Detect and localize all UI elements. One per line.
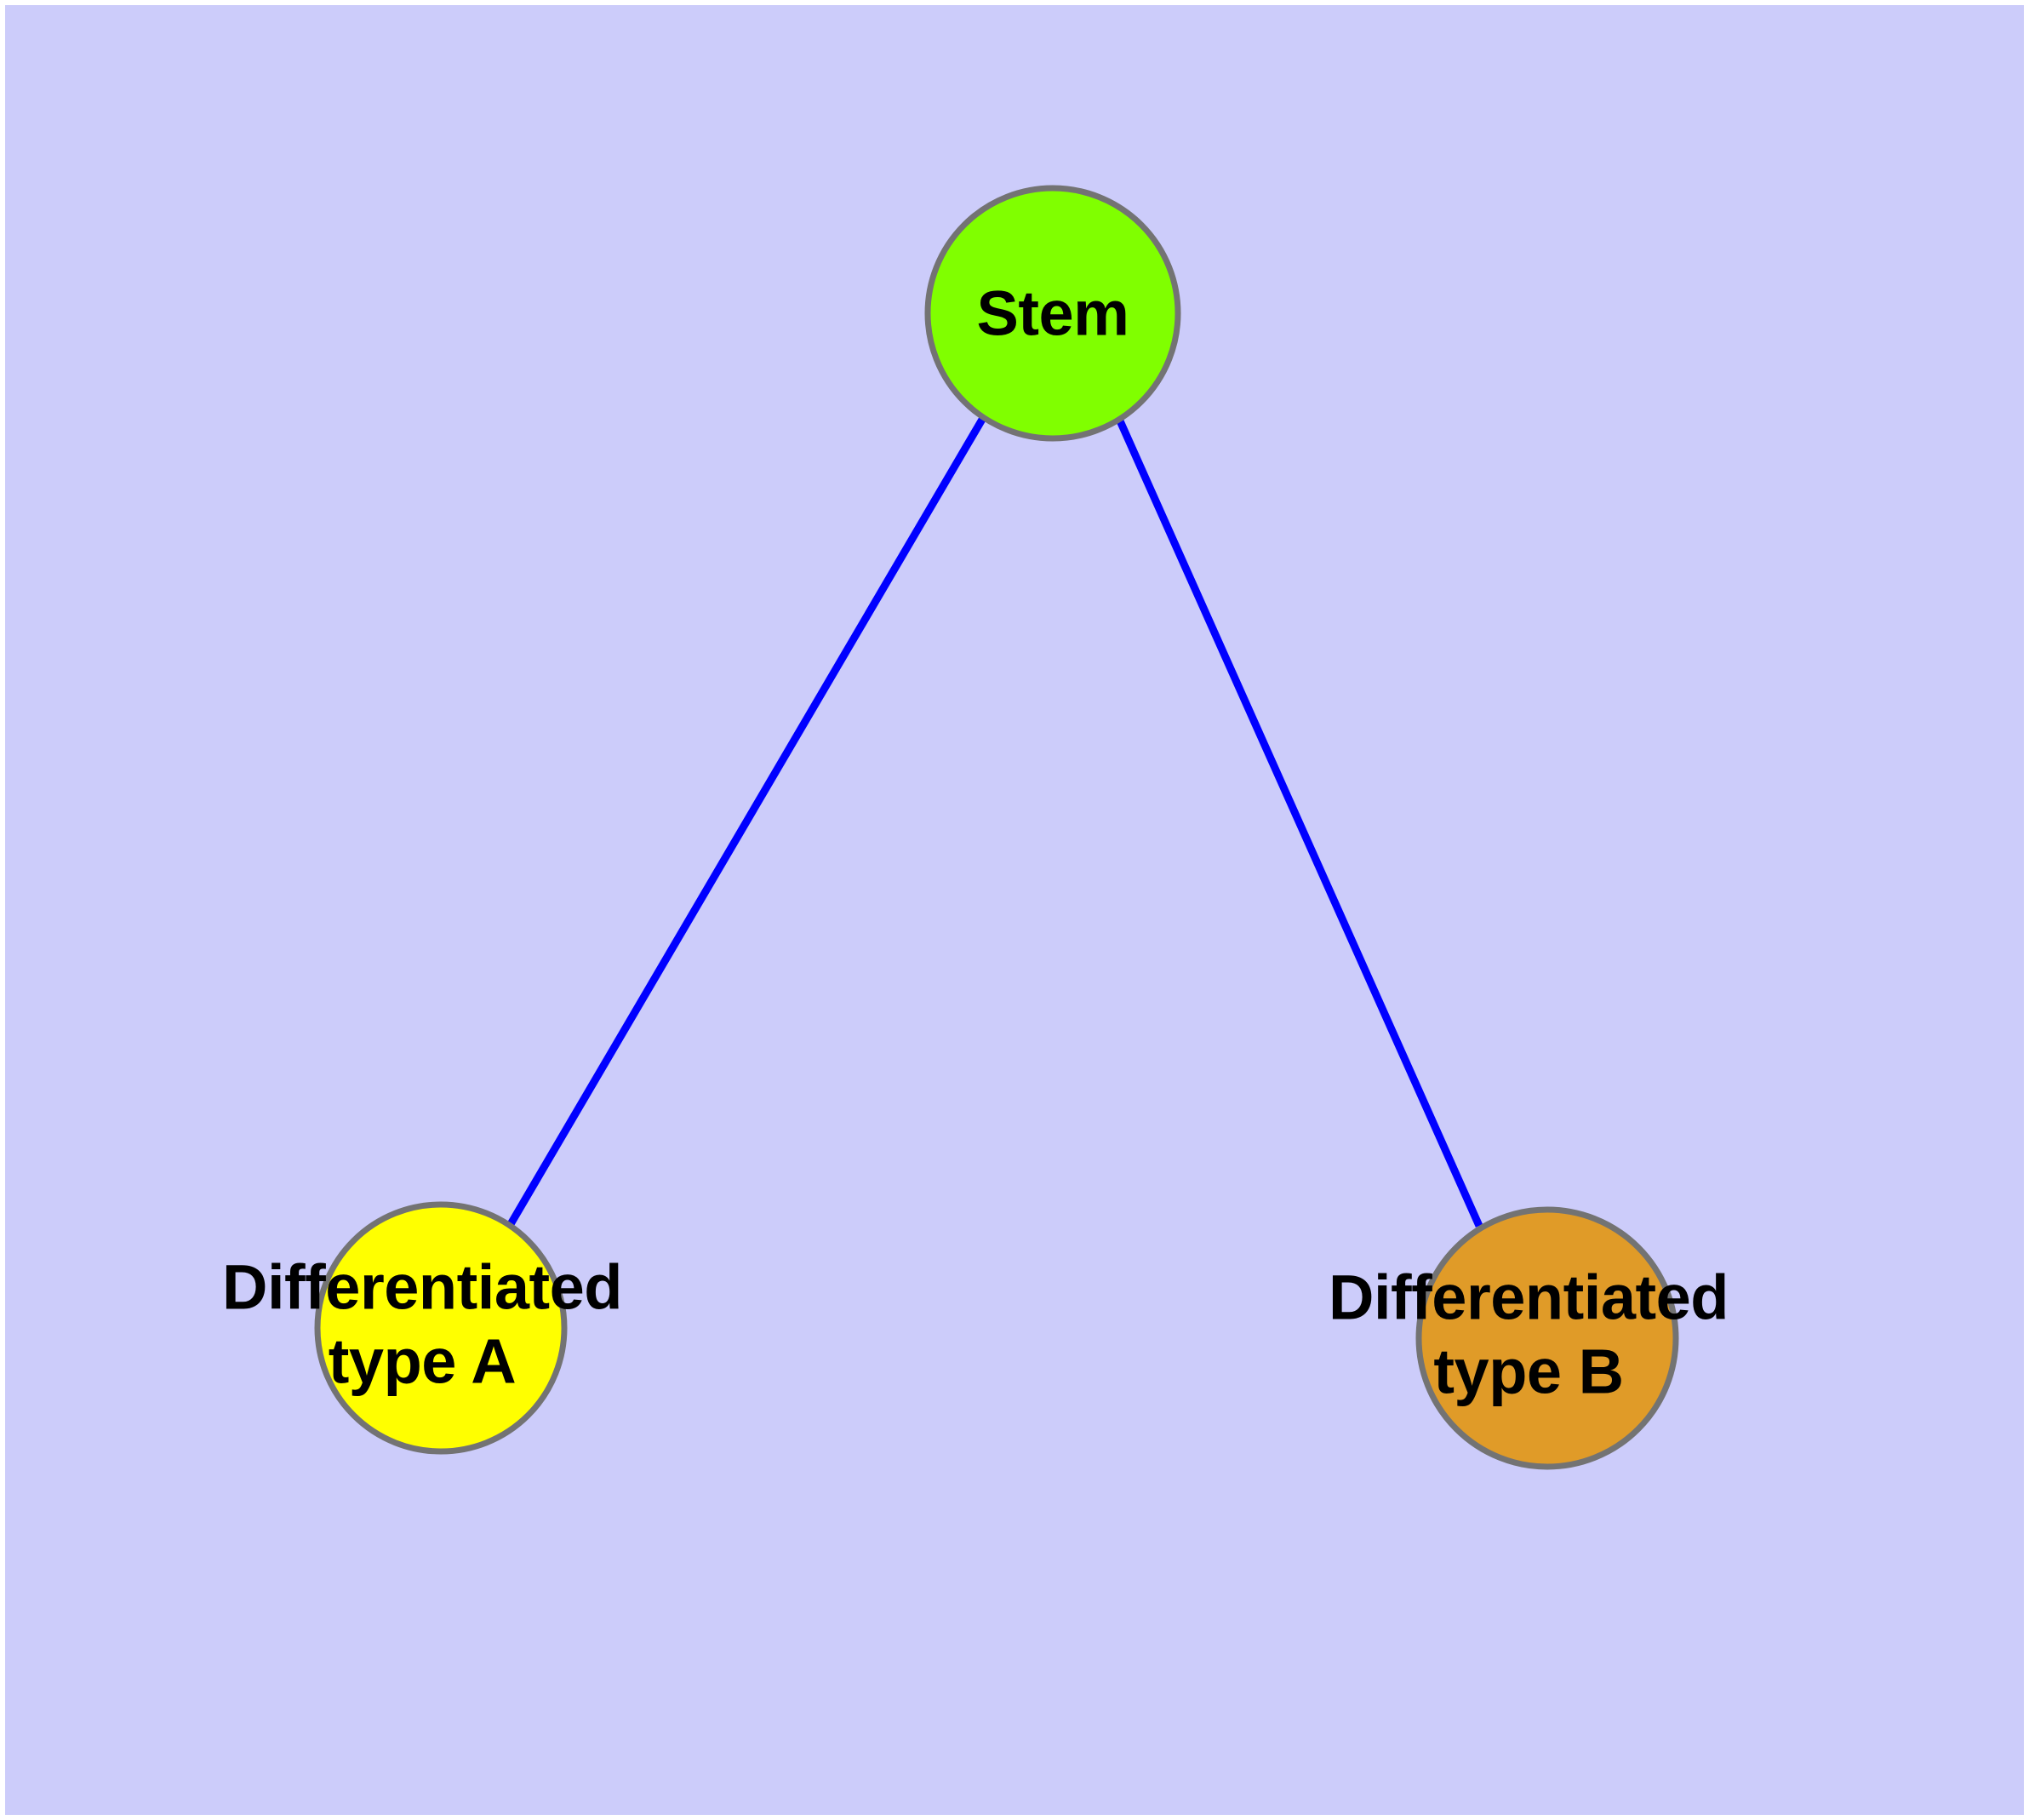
edge-stem-to-type-a — [507, 415, 986, 1227]
edge-layer — [507, 415, 1483, 1228]
edge-stem-to-type-b — [1114, 415, 1483, 1228]
node-differentiated-type-b[interactable] — [1415, 1206, 1679, 1470]
node-stem[interactable] — [924, 185, 1181, 442]
node-layer — [314, 185, 1679, 1470]
node-differentiated-type-a[interactable] — [314, 1201, 568, 1455]
